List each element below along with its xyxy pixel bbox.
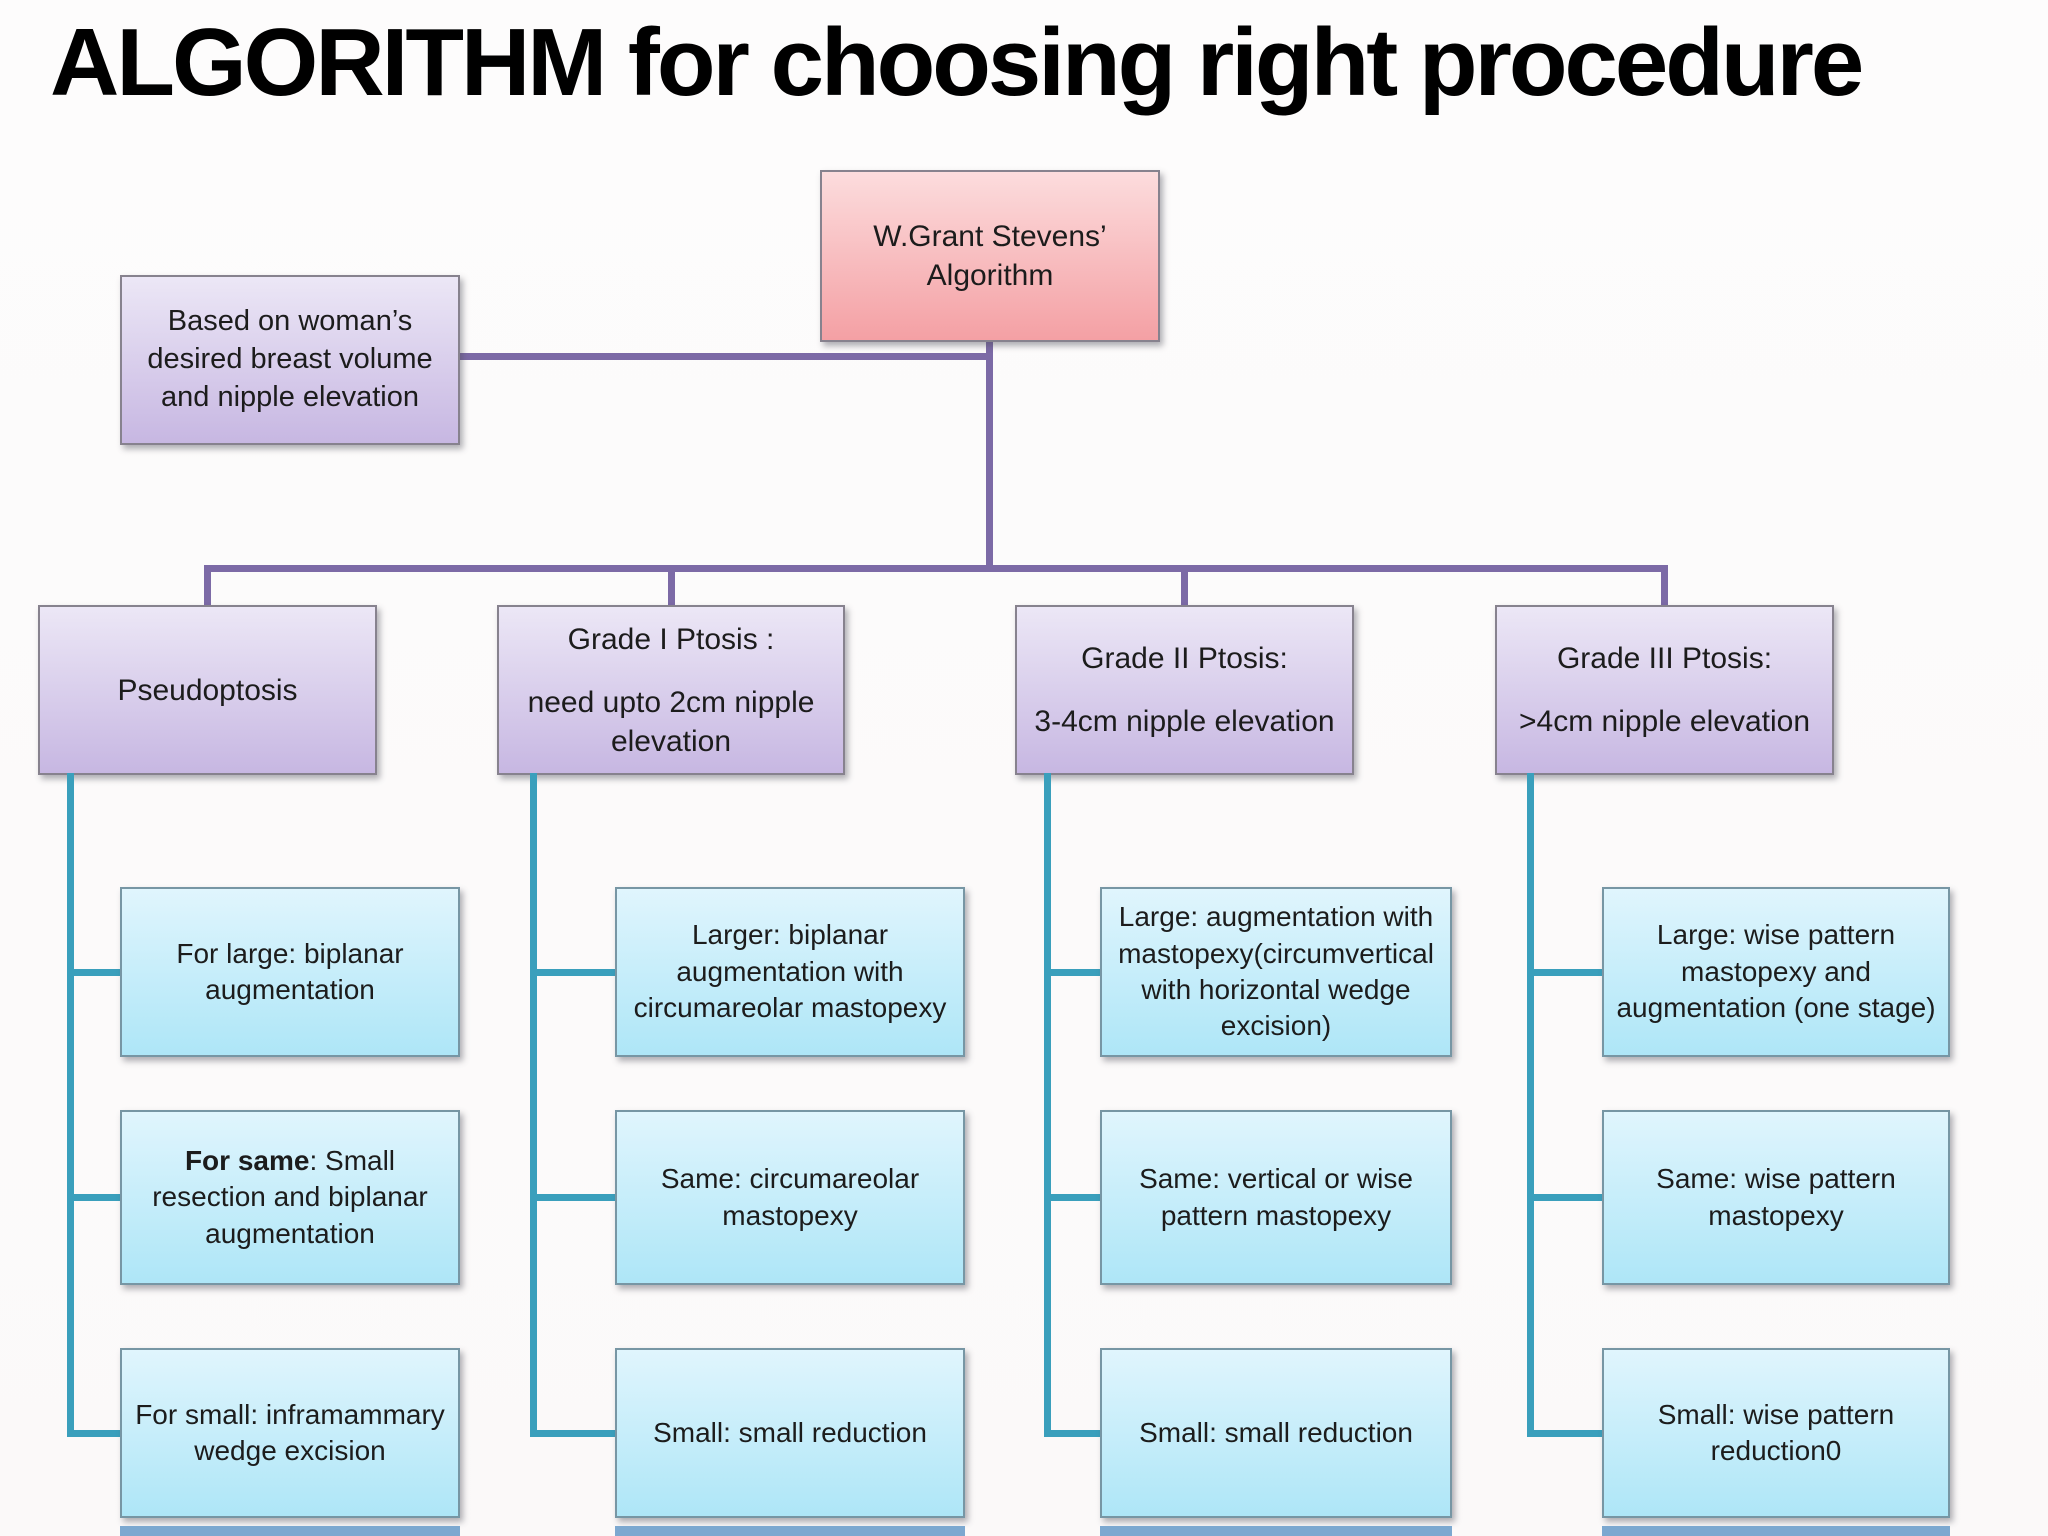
- basis-note-label: Based on woman’s desired breast volume a…: [147, 305, 433, 413]
- connector-spine: [1527, 773, 1534, 1437]
- option-box-label: Same: circumareolar mastopexy: [660, 1163, 920, 1231]
- connector-stub: [1527, 1429, 1604, 1437]
- connector-spine: [67, 773, 74, 1437]
- bottom-strip: [1100, 1526, 1452, 1536]
- option-box-label: Large: wise pattern mastopexy and augmen…: [1616, 919, 1936, 1024]
- option-box-label: Small: small reduction: [1139, 1416, 1413, 1448]
- category-header-line: Pseudoptosis: [117, 673, 298, 707]
- connector-stub: [1044, 1194, 1102, 1201]
- option-box-grade-1-ptosis-1: Larger: biplanar augmentation with circu…: [615, 887, 965, 1057]
- category-header-line: >4cm nipple elevation: [1518, 705, 1811, 738]
- option-box-grade-3-ptosis-3: Small: wise pattern reduction0: [1602, 1348, 1950, 1518]
- connector-spine: [1044, 773, 1051, 1437]
- option-box-label: Small: wise pattern reduction0: [1657, 1398, 1895, 1466]
- category-header-line: Grade I Ptosis :: [567, 622, 775, 656]
- connector-drop: [667, 565, 675, 609]
- connector-drop: [204, 565, 211, 609]
- option-box-label: Larger: biplanar augmentation with circu…: [633, 919, 947, 1024]
- category-header-line: Grade III Ptosis:: [1556, 642, 1773, 675]
- connector-stub: [530, 968, 617, 976]
- bottom-strip: [615, 1526, 965, 1536]
- basis-note: Based on woman’s desired breast volume a…: [120, 275, 460, 445]
- connector-stub: [530, 1429, 617, 1437]
- option-box-label: For same: Small resection and biplanar a…: [152, 1144, 428, 1249]
- option-box-grade-1-ptosis-3: Small: small reduction: [615, 1348, 965, 1518]
- category-header-line: 3-4cm nipple elevation: [1034, 705, 1335, 738]
- category-header-line: Grade II Ptosis:: [1081, 642, 1288, 675]
- connector-note-horizontal: [458, 353, 990, 360]
- category-header-grade-2-ptosis: Grade II Ptosis: 3-4cm nipple elevation: [1015, 605, 1354, 775]
- connector-stub: [1044, 968, 1102, 976]
- option-box-label: Small: small reduction: [653, 1416, 927, 1448]
- connector-stub: [530, 1194, 617, 1201]
- option-box-grade-3-ptosis-2: Same: wise pattern mastopexy: [1602, 1110, 1950, 1285]
- option-box-label: Large: augmentation with mastopexy(circu…: [1118, 901, 1434, 1042]
- option-box-pseudoptosis-2: For same: Small resection and biplanar a…: [120, 1110, 460, 1285]
- root-node-label: W.Grant Stevens’ Algorithm: [873, 220, 1107, 292]
- option-box-grade-1-ptosis-2: Same: circumareolar mastopexy: [615, 1110, 965, 1285]
- option-box-grade-2-ptosis-3: Small: small reduction: [1100, 1348, 1452, 1518]
- category-header-grade-3-ptosis: Grade III Ptosis: >4cm nipple elevation: [1495, 605, 1834, 775]
- page-title: ALGORITHM for choosing right procedure: [50, 9, 1864, 116]
- connector-spine: [530, 773, 537, 1437]
- option-box-grade-2-ptosis-2: Same: vertical or wise pattern mastopexy: [1100, 1110, 1452, 1285]
- connector-root-vertical: [986, 340, 993, 572]
- category-header-line: need upto 2cm nipple elevation: [527, 685, 815, 758]
- connector-drop: [1661, 565, 1668, 609]
- option-box-pseudoptosis-3: For small: inframammary wedge excision: [120, 1348, 460, 1518]
- option-box-grade-2-ptosis-1: Large: augmentation with mastopexy(circu…: [1100, 887, 1452, 1057]
- bottom-strip: [1602, 1526, 1950, 1536]
- option-box-label: For small: inframammary wedge excision: [135, 1398, 445, 1466]
- connector-drop: [1181, 565, 1188, 609]
- connector-stub: [67, 1429, 122, 1437]
- option-box-grade-3-ptosis-1: Large: wise pattern mastopexy and augmen…: [1602, 887, 1950, 1057]
- option-box-label: Same: wise pattern mastopexy: [1656, 1163, 1896, 1231]
- bottom-strip: [120, 1526, 460, 1536]
- connector-stub: [67, 1194, 122, 1201]
- option-box-label: For large: biplanar augmentation: [176, 937, 404, 1005]
- root-node: W.Grant Stevens’ Algorithm: [820, 170, 1160, 342]
- connector-stub: [1044, 1429, 1102, 1437]
- category-header-pseudoptosis: Pseudoptosis: [38, 605, 377, 775]
- option-box-label: Same: vertical or wise pattern mastopexy: [1139, 1163, 1413, 1231]
- option-box-pseudoptosis-1: For large: biplanar augmentation: [120, 887, 460, 1057]
- connector-stub: [1527, 1194, 1604, 1201]
- connector-stub: [67, 968, 122, 976]
- connector-distribution: [204, 565, 1668, 572]
- category-header-grade-1-ptosis: Grade I Ptosis : need upto 2cm nipple ele…: [497, 605, 845, 775]
- connector-stub: [1527, 968, 1604, 976]
